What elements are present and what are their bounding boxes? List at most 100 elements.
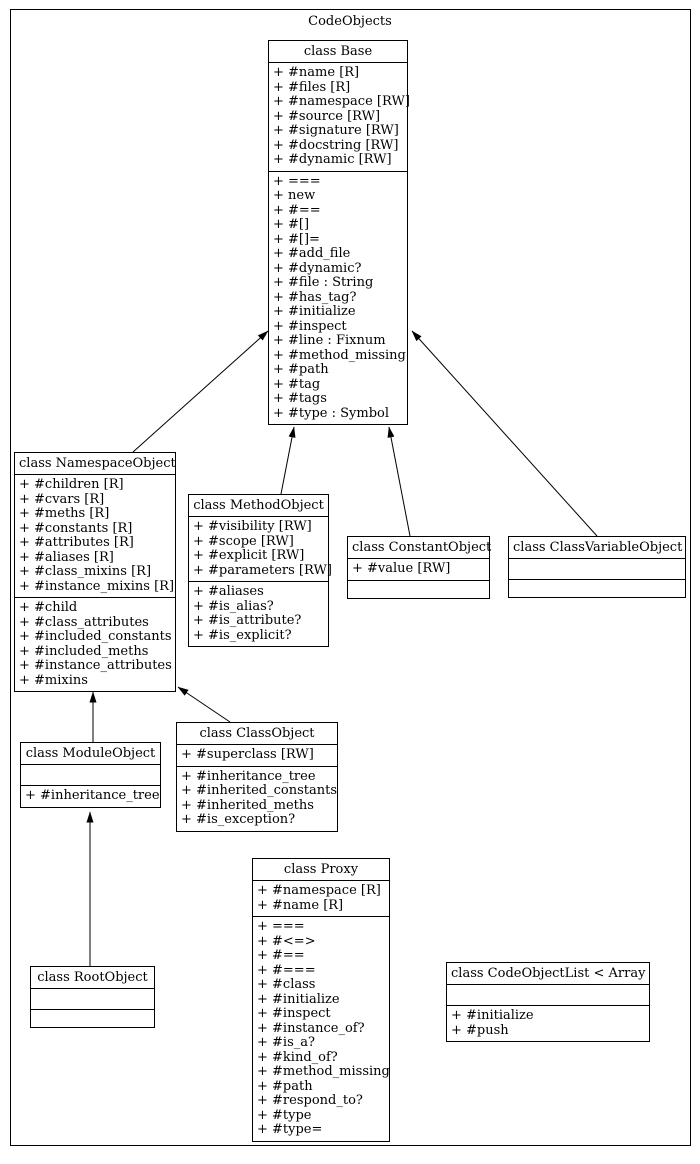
methods-section: + #inheritance_tree [21,785,160,807]
attributes-section [509,559,685,579]
member-row: + #namespace [RW] [273,94,410,109]
member-row: + #respond_to? [257,1093,363,1108]
attributes-section: + #namespace [R]+ #name [R] [253,881,389,916]
member-row: + new [273,188,316,203]
member-row: + #dynamic? [273,260,362,276]
member-row: + #instance_attributes [19,658,172,673]
member-row: + #is_alias? [193,598,274,614]
member-row: + #=== [257,962,316,978]
class-box-method-object: class MethodObject + #visibility [RW]+ #… [188,494,332,647]
methods-section [31,1009,154,1027]
member-row: + #child [19,600,78,615]
member-row: + #initialize [451,1008,534,1023]
class-title: class CodeObjectList < Array [447,963,649,985]
methods-section: + ===+ new+ #==+ #[]+ #[]=+ #add_file+ #… [269,170,407,425]
methods-section [348,579,489,598]
member-row: + === [257,919,305,934]
class-box-proxy: class Proxy + #namespace [R]+ #name [R] … [252,858,390,1142]
class-title: class ClassObject [177,723,337,745]
member-row: + #included_constants [19,629,172,644]
member-row: + #superclass [RW] [181,747,314,762]
member-row: + #attributes [R] [19,535,134,550]
attributes-section [447,985,649,1005]
methods-section: + #inheritance_tree+ #inherited_constant… [177,765,338,831]
member-row: + #name [R] [257,897,344,913]
member-row: + #visibility [RW] [193,519,312,534]
member-row: + #inspect [273,318,347,334]
member-row: + #method_missing [273,347,406,363]
member-row: + #path [257,1078,313,1094]
member-row: + #mixins [19,672,88,688]
member-row: + #inheritance_tree [181,768,316,784]
class-title: class ClassVariableObject [509,537,685,559]
member-row: + #file : String [273,275,374,290]
attributes-section: + #name [R]+ #files [R]+ #namespace [RW]… [269,63,410,171]
member-row: + #== [257,948,305,963]
member-row: + === [273,173,321,189]
methods-section [509,579,685,597]
member-row: + #[] [273,217,310,232]
member-row: + #namespace [R] [257,883,381,898]
member-row: + #== [273,202,321,218]
member-row: + #meths [R] [19,506,110,521]
member-row: + #initialize [273,304,356,319]
class-box-module-object: class ModuleObject + #inheritance_tree [20,742,161,808]
class-title: class Base [269,41,407,63]
attributes-section: + #visibility [RW]+ #scope [RW]+ #explic… [189,517,332,581]
member-row: + #is_attribute? [193,613,302,628]
member-row: + #inheritance_tree [25,788,160,803]
member-row: + #inherited_meths [181,797,314,813]
member-row: + #has_tag? [273,289,357,305]
member-row: + #tag [273,376,321,392]
member-row: + #class [257,977,316,992]
member-row: + #instance_mixins [R] [19,578,175,594]
methods-section: + ===+ #<=>+ #==+ #===+ #class+ #initial… [253,916,390,1141]
member-row: + #dynamic [RW] [273,152,392,167]
member-row: + #children [R] [19,477,124,492]
member-row: + #cvars [R] [19,491,105,507]
methods-section: + #initialize+ #push [447,1005,649,1041]
attributes-section: + #value [RW] [348,559,489,580]
member-row: + #docstring [RW] [273,137,399,153]
class-box-class-object: class ClassObject + #superclass [RW] + #… [176,722,338,832]
class-title: class RootObject [31,967,154,989]
attributes-section: + #children [R]+ #cvars [R]+ #meths [R]+… [15,475,175,597]
member-row: + #inspect [257,1006,331,1021]
cluster-border [10,9,691,1146]
member-row: + #class_mixins [R] [19,564,152,579]
member-row: + #aliases [R] [19,549,114,565]
class-title: class NamespaceObject [15,453,176,475]
class-box-namespace-object: class NamespaceObject + #children [R]+ #… [14,452,176,692]
class-title: class ModuleObject [21,743,160,765]
member-row: + #name [R] [273,65,360,80]
member-row: + #parameters [RW] [193,562,332,578]
class-title: class ConstantObject [348,537,491,559]
member-row: + #value [RW] [352,561,451,576]
attributes-section: + #superclass [RW] [177,745,337,766]
attributes-section [31,989,154,1009]
member-row: + #is_explicit? [193,627,292,643]
class-box-class-variable-object: class ClassVariableObject [508,536,686,598]
member-row: + #push [451,1022,509,1038]
member-row: + #class_attributes [19,614,149,630]
member-row: + #constants [R] [19,520,133,536]
member-row: + #add_file [273,246,351,261]
member-row: + #<=> [257,933,316,949]
member-row: + #scope [RW] [193,533,294,549]
member-row: + #inherited_constants [181,783,338,798]
member-row: + #is_exception? [181,812,296,827]
class-box-base: class Base + #name [R]+ #files [R]+ #nam… [268,40,410,425]
member-row: + #initialize [257,991,340,1007]
member-row: + #type [257,1107,312,1123]
class-box-code-object-list: class CodeObjectList < Array + #initiali… [446,962,650,1042]
member-row: + #explicit [RW] [193,548,305,563]
diagram-title: CodeObjects [308,14,392,29]
member-row: + #is_a? [257,1035,315,1050]
member-row: + #type= [257,1122,323,1137]
member-row: + #kind_of? [257,1049,338,1065]
member-row: + #tags [273,391,327,406]
member-row: + #instance_of? [257,1020,365,1036]
member-row: + #line : Fixnum [273,333,386,348]
member-row: + #included_meths [19,643,149,659]
methods-section: + #aliases+ #is_alias?+ #is_attribute?+ … [189,581,328,646]
